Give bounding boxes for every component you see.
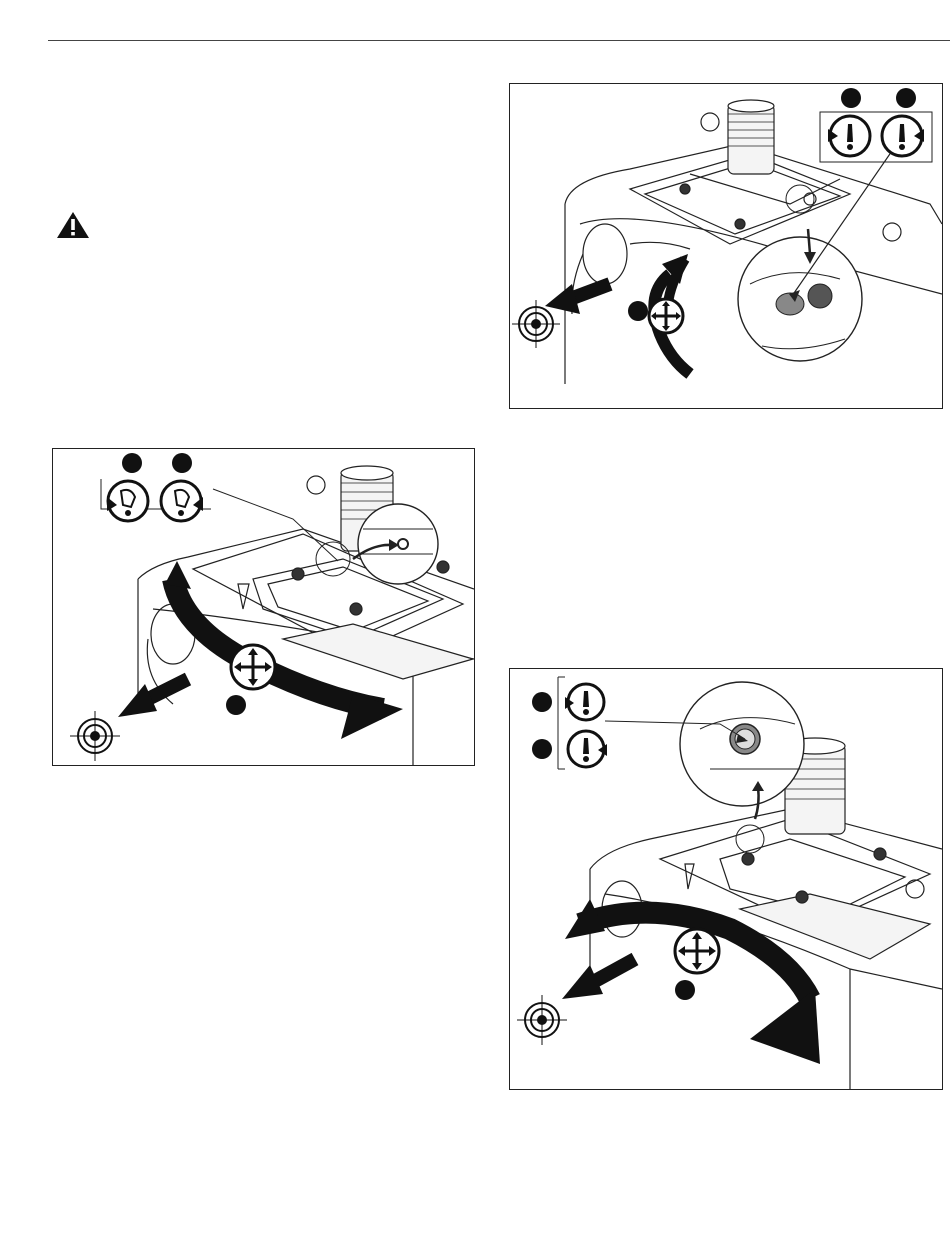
rotation-icons: [532, 677, 607, 769]
figure-left-illustration: [53, 449, 474, 765]
target-icon: [517, 995, 567, 1045]
step-marker: [841, 88, 861, 108]
arrow-icon: [118, 679, 188, 717]
clockwise-screwdriver-icon: [882, 116, 924, 156]
step-marker: [532, 739, 552, 759]
adjust-move-icon: [226, 645, 275, 715]
figure-left: [52, 448, 475, 766]
arrow-icon: [562, 959, 635, 999]
magnifier-detail: [738, 185, 862, 361]
step-marker: [532, 692, 552, 712]
figure-bottom-right: [509, 668, 943, 1090]
step-marker: [896, 88, 916, 108]
step-marker: [122, 453, 142, 473]
rotation-icons: [820, 88, 932, 162]
counterclockwise-screwdriver-icon: [828, 116, 870, 156]
figure-top-right: [509, 83, 943, 409]
target-icon: [70, 711, 120, 761]
header-rule: [48, 40, 950, 41]
warning-triangle-icon: [56, 211, 90, 239]
arrow-icon: [545, 284, 610, 314]
adjust-move-icon: [628, 299, 683, 333]
step-marker: [675, 980, 695, 1000]
counterclockwise-hand-icon: [107, 481, 148, 521]
magnifier-detail: [316, 504, 438, 584]
step-marker: [172, 453, 192, 473]
step-marker: [226, 695, 246, 715]
clockwise-screwdriver-icon: [568, 731, 607, 767]
clockwise-hand-icon: [161, 481, 203, 521]
step-marker: [628, 301, 648, 321]
adjust-move-icon: [675, 929, 719, 1000]
rotation-icons: [101, 453, 211, 521]
figure-top-right-illustration: [510, 84, 942, 408]
figure-bottom-right-illustration: [510, 669, 942, 1089]
counterclockwise-screwdriver-icon: [565, 684, 604, 720]
